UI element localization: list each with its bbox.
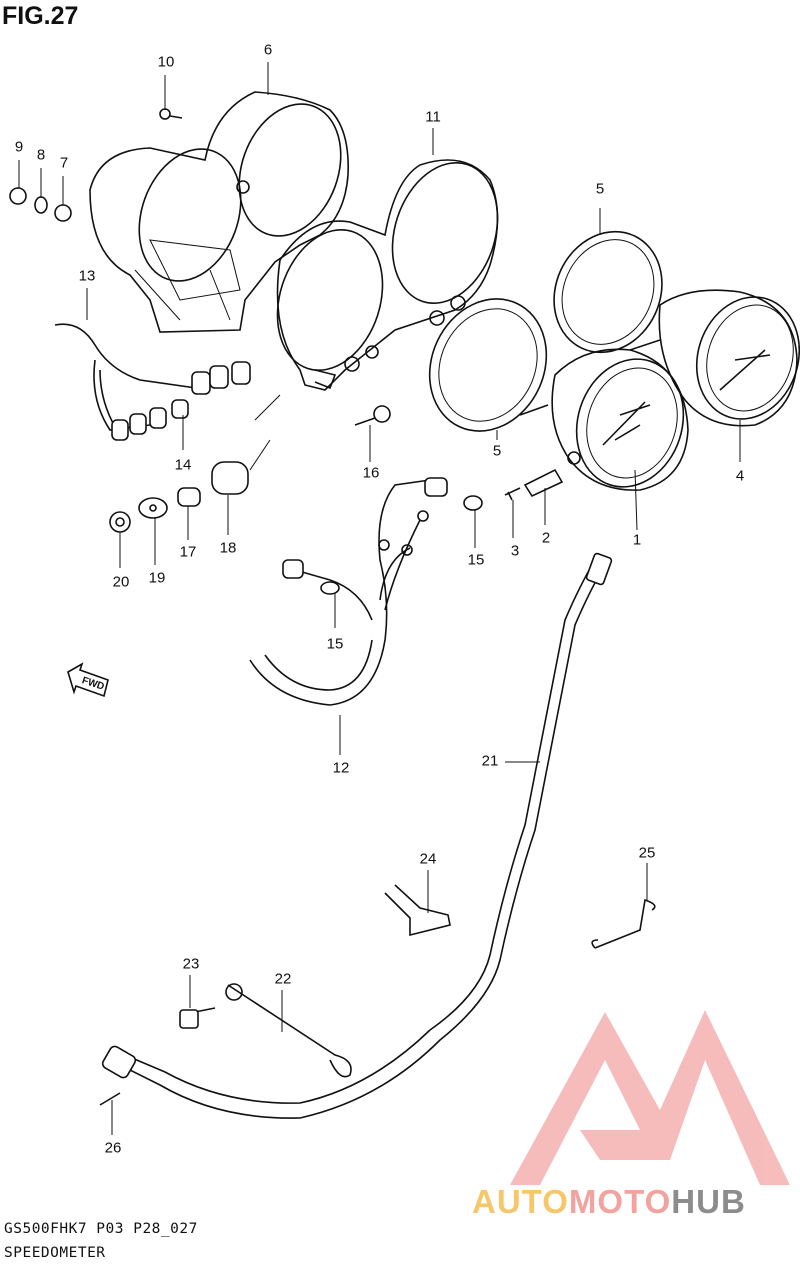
callout-15-right: 15 — [467, 551, 485, 569]
callout-3: 3 — [510, 542, 520, 560]
bulb-socket-small — [523, 468, 564, 498]
nut-9 — [9, 187, 27, 205]
watermark-part-2: MOTO — [568, 1183, 672, 1220]
footer-model-code: GS500FHK7 P03 P28_027 — [4, 1221, 198, 1237]
callout-12: 12 — [332, 759, 350, 777]
meter-bracket-plate — [276, 159, 499, 391]
callout-21: 21 — [481, 752, 499, 770]
speedometer-gauge — [519, 348, 689, 491]
callout-11: 11 — [425, 108, 441, 126]
meter-ring-lower — [428, 298, 548, 432]
callout-10: 10 — [157, 53, 175, 71]
callout-15-left: 15 — [326, 635, 344, 653]
callout-2: 2 — [541, 529, 551, 547]
speedometer-cable — [101, 552, 613, 1119]
callout-5-upper: 5 — [595, 180, 605, 198]
watermark-part-1: AUTO — [472, 1183, 569, 1220]
leader-lines — [18, 62, 741, 1135]
callout-5-lower: 5 — [492, 442, 502, 460]
callout-20: 20 — [112, 573, 130, 591]
callout-13: 13 — [78, 267, 96, 285]
callout-7: 7 — [59, 154, 69, 172]
callout-19: 19 — [148, 569, 166, 587]
washer-19 — [138, 497, 168, 519]
callout-6: 6 — [263, 41, 273, 59]
callout-9: 9 — [14, 138, 24, 156]
callout-25: 25 — [638, 844, 656, 862]
callout-17: 17 — [179, 543, 197, 561]
tachometer-gauge — [629, 289, 800, 427]
screw-26 — [99, 1092, 121, 1106]
callout-16: 16 — [362, 464, 380, 482]
sub-wiring-harness — [54, 323, 251, 441]
watermark-text: AUTOMOTOHUB — [472, 1183, 746, 1221]
screw-10 — [159, 108, 183, 120]
callout-8: 8 — [36, 146, 46, 164]
clip-25 — [591, 898, 656, 949]
callout-1: 1 — [632, 531, 642, 549]
clamp-22 — [225, 983, 352, 1078]
figure-title: FIG.27 — [2, 2, 79, 30]
callout-24: 24 — [419, 850, 437, 868]
callout-4: 4 — [735, 467, 745, 485]
fwd-arrow-icon — [67, 662, 109, 698]
cushion-7 — [54, 204, 72, 222]
small-screw — [504, 487, 521, 501]
bulb-17 — [177, 487, 201, 507]
callout-26: 26 — [104, 1139, 122, 1157]
callout-22: 22 — [274, 970, 292, 988]
screw-16 — [354, 405, 391, 426]
clamp-bracket-24 — [384, 884, 451, 937]
main-wiring-harness — [249, 477, 483, 706]
washer-8 — [34, 196, 48, 214]
footer-section-name: SPEEDOMETER — [4, 1245, 106, 1261]
bolt-23 — [179, 1007, 216, 1029]
nut-20 — [109, 511, 131, 533]
watermark-logo — [510, 1010, 790, 1185]
grommet-18 — [211, 461, 249, 495]
watermark-part-3: HUB — [671, 1183, 746, 1220]
callout-14: 14 — [174, 456, 192, 474]
meter-ring-upper — [553, 230, 663, 354]
callout-18: 18 — [219, 539, 237, 557]
meter-case — [89, 91, 349, 333]
callout-23: 23 — [182, 955, 200, 973]
